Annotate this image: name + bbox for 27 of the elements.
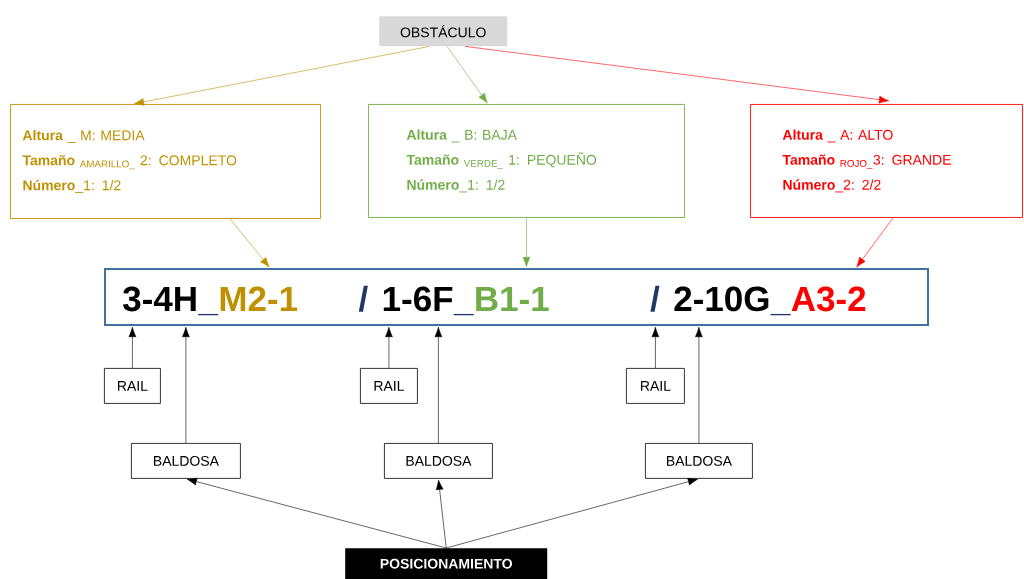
arrow: [695, 326, 703, 444]
arrow: [128, 326, 137, 369]
arrow: [434, 326, 443, 444]
arrow: [522, 217, 531, 268]
arrow: [651, 326, 660, 369]
label-box: OBSTÁCULO: [379, 16, 508, 47]
attribute-box: Altura _ A: ALTO Tamaño $_{ROJO_}$3: GRANDE Número_2: 2/2: [750, 104, 1023, 218]
arrow: [446, 46, 488, 104]
arrow: [435, 479, 447, 549]
arrow: [445, 477, 698, 549]
arrow: [464, 46, 890, 104]
label-box: BALDOSA: [384, 443, 493, 479]
attribute-box: Altura _ B: BAJA Tamaño $_{VERDE_}$ 1: PEQUEÑO Número_1: 1/2: [368, 104, 685, 218]
arrow: [856, 217, 894, 268]
label-box: POSICIONAMIENTO: [345, 548, 548, 579]
arrow: [182, 326, 190, 444]
arrow: [229, 218, 270, 268]
label-box: BALDOSA: [131, 443, 241, 479]
arrow: [133, 46, 430, 106]
label-box: RAIL: [360, 368, 418, 404]
label-box: BALDOSA: [645, 443, 753, 479]
attribute-box: Altura _ M: MEDIA Tamaño $_{AMARILLO_}$ 2: COMPLETO Número_1: 1/2: [10, 104, 321, 219]
arrow: [186, 477, 447, 549]
arrow: [385, 326, 393, 369]
code-box: 3-4H _ M2-1 / 1-6F _ B1-1 / 2-10G _ A3-2: [104, 268, 929, 326]
label-box: RAIL: [626, 368, 685, 404]
label-box: RAIL: [104, 368, 161, 404]
